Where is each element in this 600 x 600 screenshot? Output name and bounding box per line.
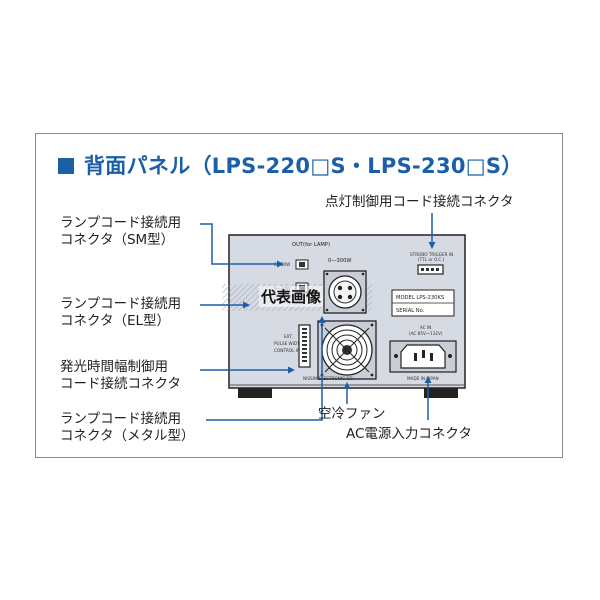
callout-metal-label: ランプコード接続用 コネクタ（メタル型）	[60, 411, 194, 445]
title-square-icon	[58, 158, 74, 174]
ext-label-3: CONTROL IN	[274, 348, 300, 353]
callout-pulse-label: 発光時間幅制御用 コード接続コネクタ	[60, 359, 181, 393]
ac-label-1: AC IN	[420, 325, 431, 330]
strobo-sub: (TTL or O.C.)	[418, 257, 445, 262]
callout-pulse-line2: コード接続コネクタ	[60, 376, 181, 392]
callout-strobo-label: 点灯制御用コード接続コネクタ	[325, 194, 514, 210]
callout-metal-line2: コネクタ（メタル型）	[60, 428, 195, 444]
callout-el-label: ランプコード接続用 コネクタ（EL型）	[60, 296, 181, 330]
title-text: 背面パネル（LPS-220□S・LPS-230□S）	[84, 154, 523, 178]
serial-text: SERIAL No.	[396, 308, 425, 314]
callout-el-line2: コネクタ（EL型）	[60, 313, 171, 329]
callout-ac-label: AC電源入力コネクタ	[346, 426, 472, 442]
range-300w-text: 0―300W	[328, 258, 352, 264]
ext-label-1: EXT.	[284, 334, 293, 339]
maker-text: NISSIN ELECTRONIC CO.	[303, 376, 354, 381]
model-text: MODEL LPS-230KS	[396, 295, 444, 301]
cooling-fan-graphic	[317, 320, 377, 380]
watermark-text: 代表画像	[259, 286, 324, 307]
callout-metal-line1: ランプコード接続用	[60, 411, 182, 427]
callout-sm-label: ランプコード接続用 コネクタ（SM型）	[60, 215, 181, 249]
device-foot-right	[424, 388, 458, 398]
strobo-connector	[417, 264, 444, 275]
callout-fan-label: 空冷ファン	[318, 406, 386, 422]
callout-el-line1: ランプコード接続用	[60, 296, 182, 312]
strobo-label: STROBO TRIGGER IN	[410, 252, 453, 257]
metal-connector	[323, 270, 367, 314]
made-in-text: MADE IN JAPAN	[407, 376, 439, 381]
device-foot-left	[238, 388, 272, 398]
callout-sm-arrow	[200, 223, 284, 268]
ac-label-2: (AC 85V〜132V)	[409, 331, 443, 336]
callout-sm-line2: コネクタ（SM型）	[60, 232, 175, 248]
ac-inlet-graphic	[389, 340, 457, 373]
callout-metal-arrow	[206, 316, 326, 421]
page-title: 背面パネル（LPS-220□S・LPS-230□S）	[58, 150, 523, 180]
ext-label-2: PULSE WIDTH	[274, 341, 303, 346]
callout-pulse-line1: 発光時間幅制御用	[60, 359, 168, 375]
out-label: OUT(for LAMP)	[292, 242, 330, 248]
callout-lines	[200, 213, 436, 421]
callout-sm-line1: ランプコード接続用	[60, 215, 182, 231]
